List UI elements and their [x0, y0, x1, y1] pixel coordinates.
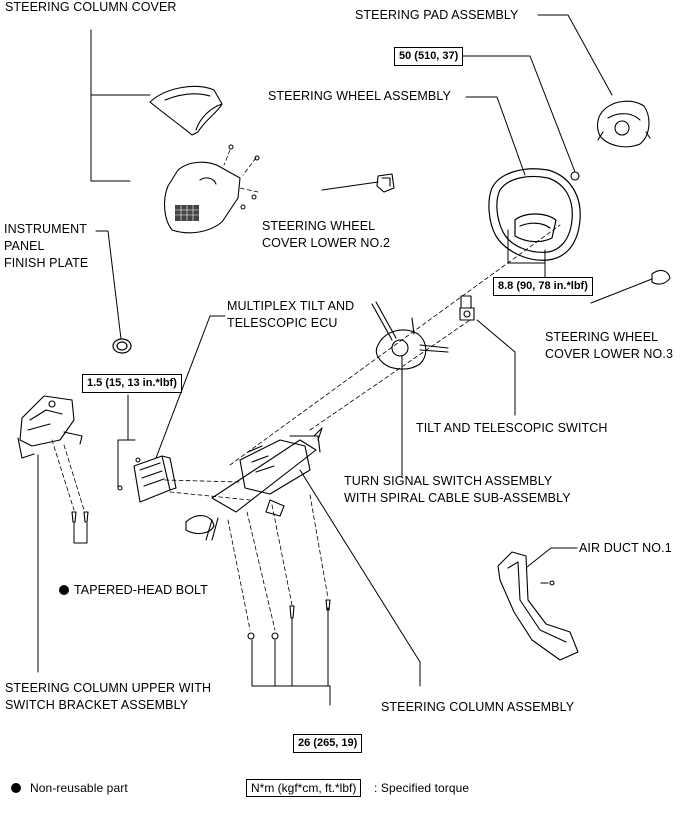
multiplex-ecu-shape [117, 455, 177, 503]
tapered-head-bolts [71, 511, 89, 523]
label-steering-pad-assembly: STEERING PAD ASSEMBLY [355, 8, 519, 22]
cover-screws [228, 144, 260, 210]
steering-wheel-nut [570, 171, 580, 181]
finish-plate-shape [112, 338, 132, 354]
label-air-duct-no1: AIR DUCT NO.1 [579, 541, 672, 555]
legend-torque-desc: : Specified torque [374, 781, 470, 795]
label-tilt-telescopic-switch: TILT AND TELESCOPIC SWITCH [416, 421, 608, 435]
leader-lines [37, 14, 653, 706]
label-steering-column-cover: STEERING COLUMN COVER [5, 0, 177, 14]
label-multiplex-ecu: MULTIPLEX TILT AND TELESCOPIC ECU [227, 299, 355, 330]
label-instrument-panel-finish-plate: INSTRUMENT PANEL FINISH PLATE [4, 222, 89, 270]
steering-column-assembly-shape [185, 427, 323, 541]
label-steering-column-assembly: STEERING COLUMN ASSEMBLY [381, 700, 575, 714]
turn-signal-switch-shape [371, 301, 449, 370]
non-reusable-bullet [11, 783, 21, 793]
steering-pad-shape [597, 100, 651, 148]
cover-lower-no3-shape [651, 269, 671, 285]
torque-box-1-5: 1.5 (15, 13 in.*lbf) [82, 374, 182, 393]
label-steering-column-upper: STEERING COLUMN UPPER WITH SWITCH BRACKE… [5, 681, 212, 712]
steering-column-cover-lower-shape [163, 161, 241, 234]
tapered-bolt-bullet [59, 585, 69, 595]
steering-column-cover-upper-shape [149, 85, 223, 136]
steering-wheel-shape [488, 168, 581, 261]
legend-torque-unit: N*m (kgf*cm, ft.*lbf) [246, 779, 362, 797]
assembly-dashed-lines [51, 149, 561, 631]
steering-column-upper-shape [17, 395, 83, 459]
tilt-telescopic-switch-shape [459, 295, 475, 321]
column-bolts [247, 599, 331, 640]
air-duct-shape [497, 551, 579, 661]
torque-box-26: 26 (265, 19) [293, 734, 363, 753]
torque-box-8-8: 8.8 (90, 78 in.*lbf) [493, 277, 593, 296]
legend-non-reusable: Non-reusable part [30, 781, 128, 795]
label-cover-lower-no2: STEERING WHEEL COVER LOWER NO.2 [262, 219, 391, 250]
label-cover-lower-no3: STEERING WHEEL COVER LOWER NO.3 [545, 330, 674, 361]
cover-lower-no2-shape [376, 173, 395, 193]
label-steering-wheel-assembly: STEERING WHEEL ASSEMBLY [268, 89, 451, 103]
label-turn-signal-switch: TURN SIGNAL SWITCH ASSEMBLY WITH SPIRAL … [344, 474, 571, 505]
label-tapered-head-bolt: TAPERED-HEAD BOLT [74, 583, 208, 597]
torque-box-50: 50 (510, 37) [394, 47, 464, 66]
